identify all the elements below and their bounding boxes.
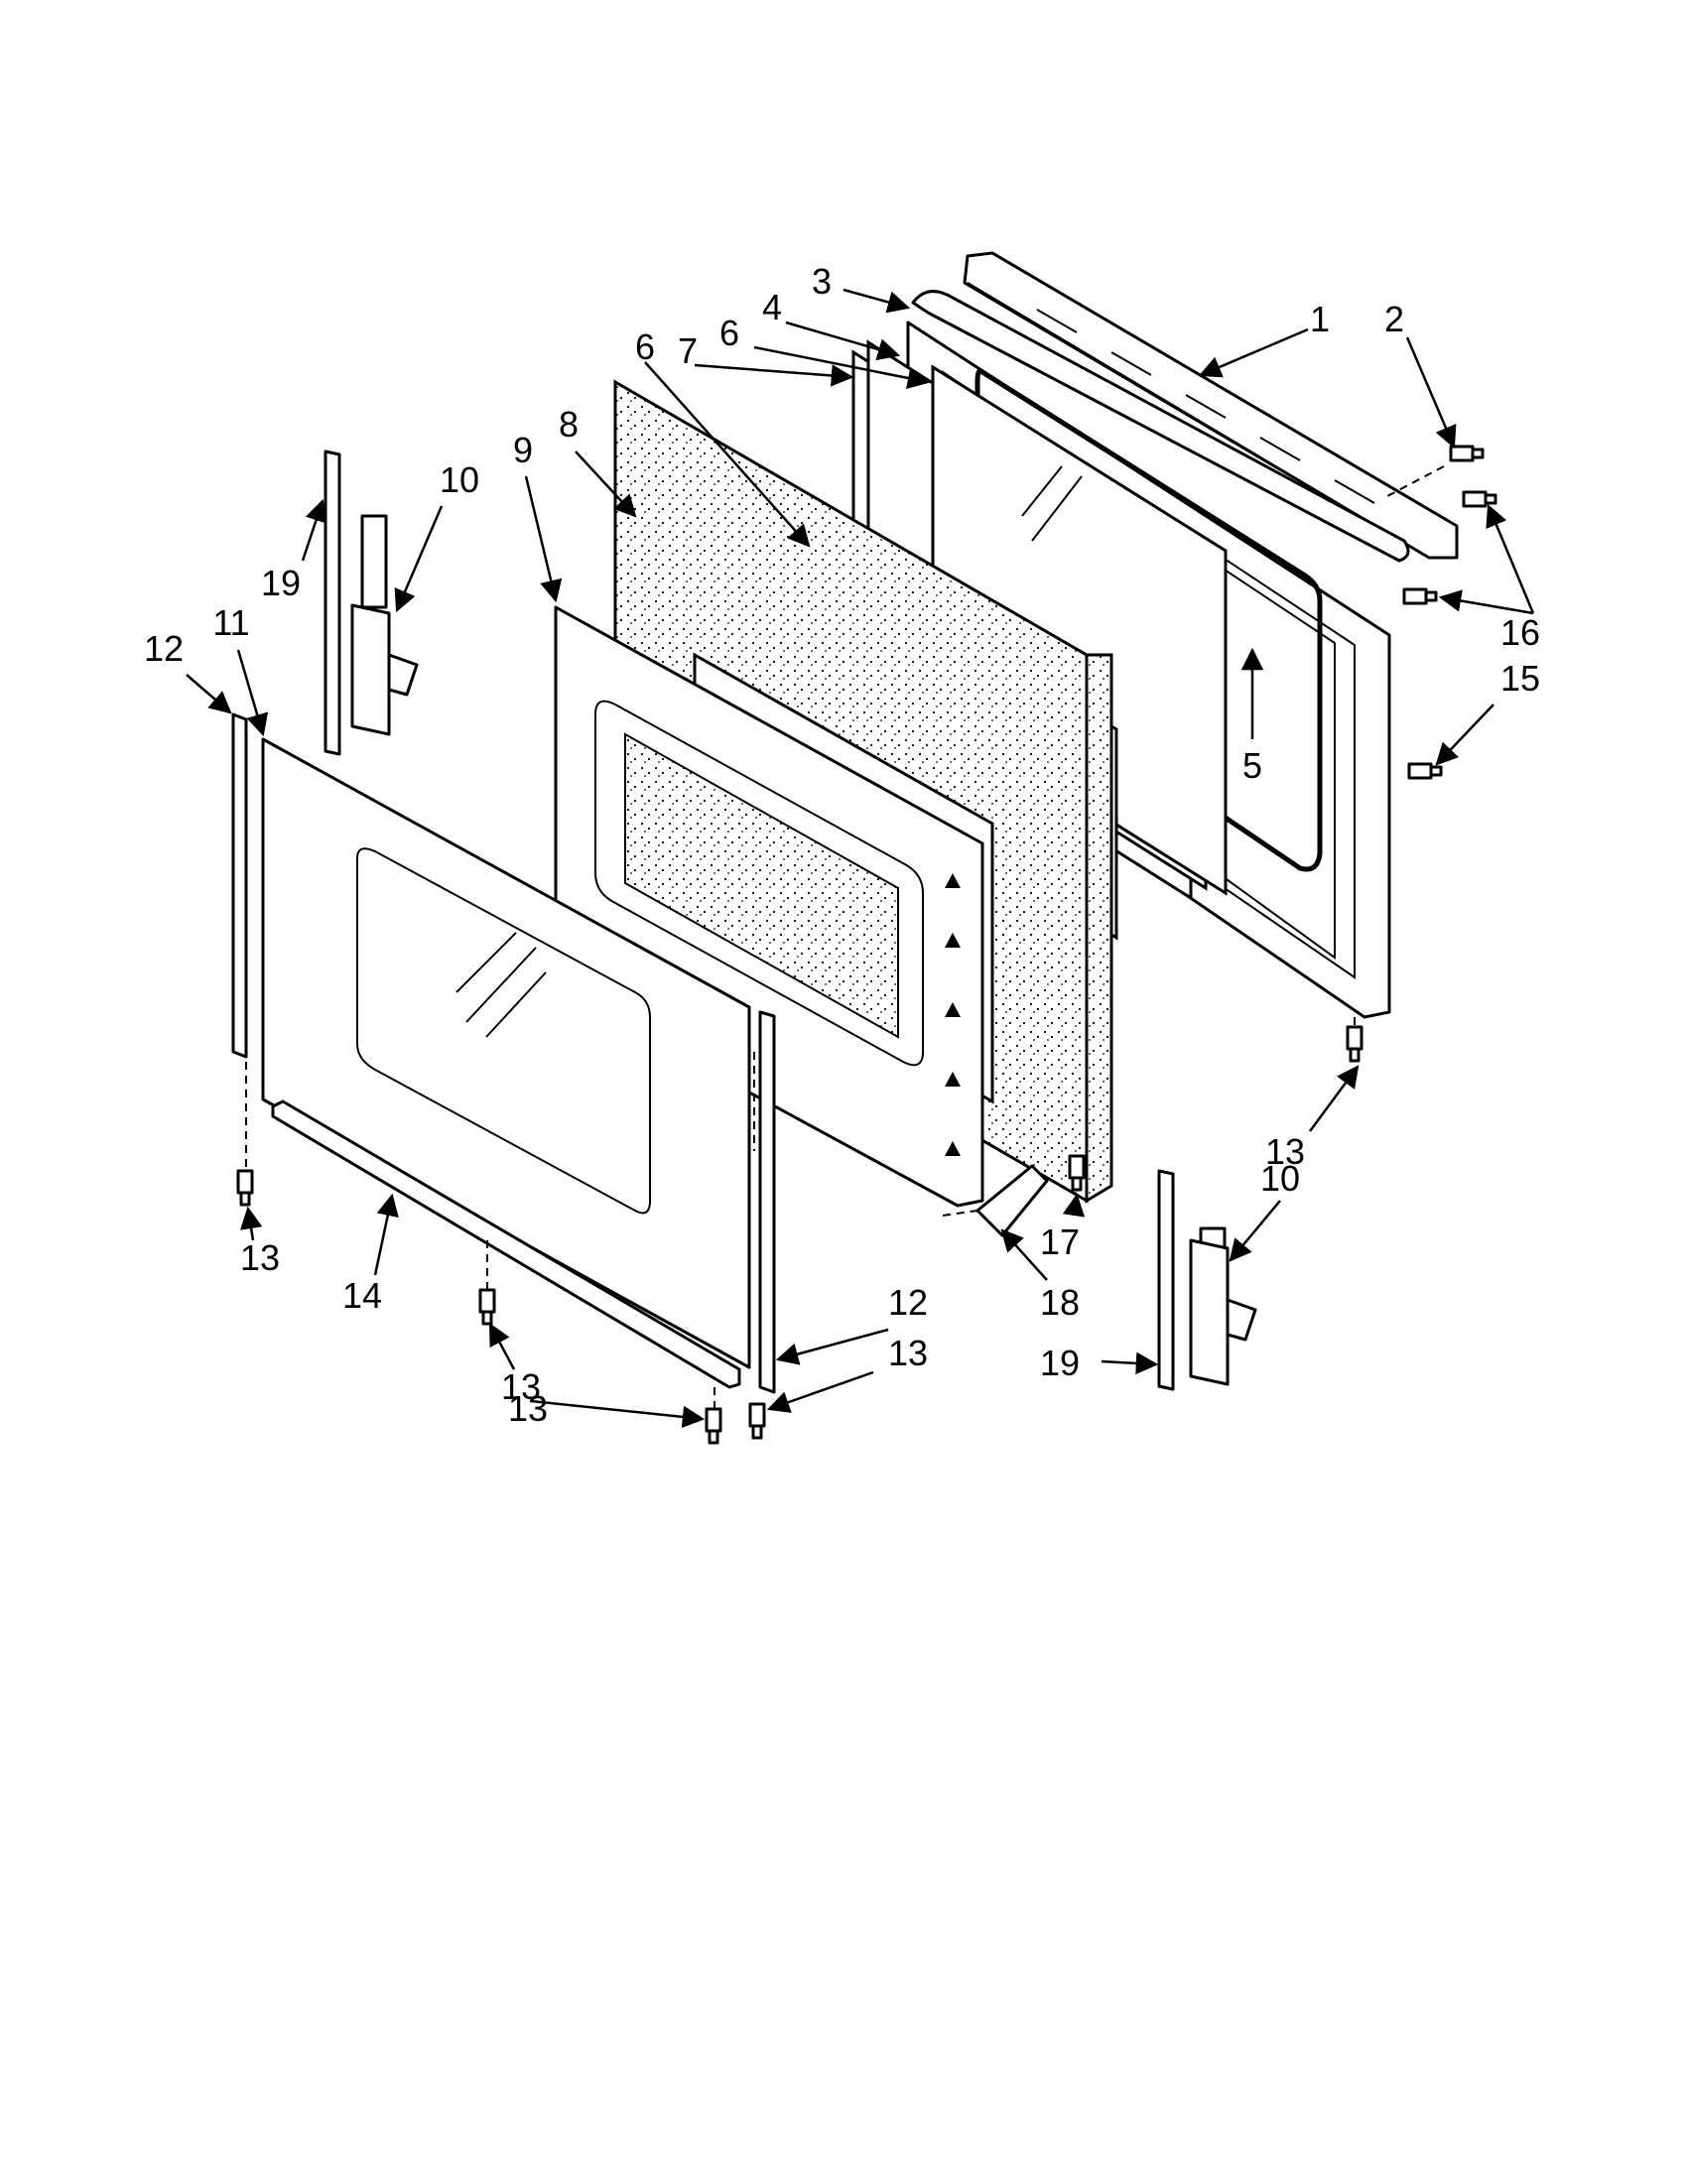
screw-part-13-bottom-b (748, 1402, 766, 1440)
callout-11: 11 (212, 602, 249, 643)
callout-13-mid: 13 (501, 1366, 541, 1407)
inner-door-liner-part-9 (554, 605, 984, 1208)
alignment-lines (245, 465, 1445, 1409)
callout-8: 8 (559, 404, 579, 445)
callout-6-lower: 6 (635, 326, 655, 367)
side-trim-right-part-12 (758, 1010, 776, 1394)
callout-17: 17 (1040, 1221, 1080, 1262)
callout-13-bottom-right: 13 (888, 1333, 928, 1373)
callout-12-left: 12 (144, 628, 184, 669)
hinge-right-part-10 (1189, 1226, 1257, 1386)
callout-2: 2 (1384, 299, 1404, 339)
hinge-receiver-left-part-19 (324, 450, 341, 756)
screw-part-16-upper (1462, 490, 1497, 508)
screw-part-13-left (236, 1169, 254, 1207)
callout-15: 15 (1500, 658, 1540, 699)
callout-7: 7 (678, 330, 698, 371)
callout-labels: 1 2 3 4 5 6 6 7 8 9 10 10 11 12 12 13 13… (144, 261, 1540, 1429)
callout-6-upper: 6 (719, 313, 739, 353)
callout-14: 14 (342, 1275, 382, 1316)
callout-12-right: 12 (888, 1282, 928, 1323)
callout-1: 1 (1310, 299, 1330, 339)
screws (236, 445, 1497, 1445)
callout-10-upper: 10 (440, 459, 479, 500)
callout-3: 3 (812, 261, 832, 302)
vent-trim-part-1 (963, 251, 1459, 560)
callout-13-left: 13 (240, 1237, 280, 1278)
callout-4: 4 (762, 287, 782, 327)
screw-part-17 (1068, 1154, 1086, 1192)
screw-part-13-bottom-mid (478, 1288, 496, 1326)
callout-16: 16 (1500, 612, 1540, 653)
screw-part-13-right-top (1346, 1025, 1363, 1063)
callout-18: 18 (1040, 1282, 1080, 1323)
door-front-panel-part-11 (261, 737, 751, 1369)
screw-part-16-lower (1402, 587, 1438, 605)
leader-lines (186, 288, 1535, 1429)
callout-13-right: 13 (1265, 1131, 1305, 1172)
bottom-trim-part-14 (271, 1099, 741, 1389)
hinge-left-part-10 (350, 514, 419, 736)
screw-part-13-bottom-a (705, 1407, 722, 1445)
callout-19-upper: 19 (261, 563, 301, 603)
hinge-receiver-right-part-19 (1157, 1169, 1175, 1391)
callout-9: 9 (513, 430, 533, 470)
callout-13-bottom-left: 13 (508, 1388, 548, 1429)
gasket-part-5 (974, 368, 1323, 872)
screw-part-15 (1407, 762, 1443, 780)
bracket-part-18 (975, 1164, 1049, 1237)
callout-10-lower: 10 (1260, 1158, 1300, 1199)
callout-19-lower: 19 (1040, 1343, 1080, 1383)
callout-5: 5 (1242, 745, 1262, 786)
screw-part-2 (1449, 445, 1485, 462)
door-handle-part-3 (911, 290, 1410, 563)
side-trim-left-part-12 (231, 712, 248, 1059)
